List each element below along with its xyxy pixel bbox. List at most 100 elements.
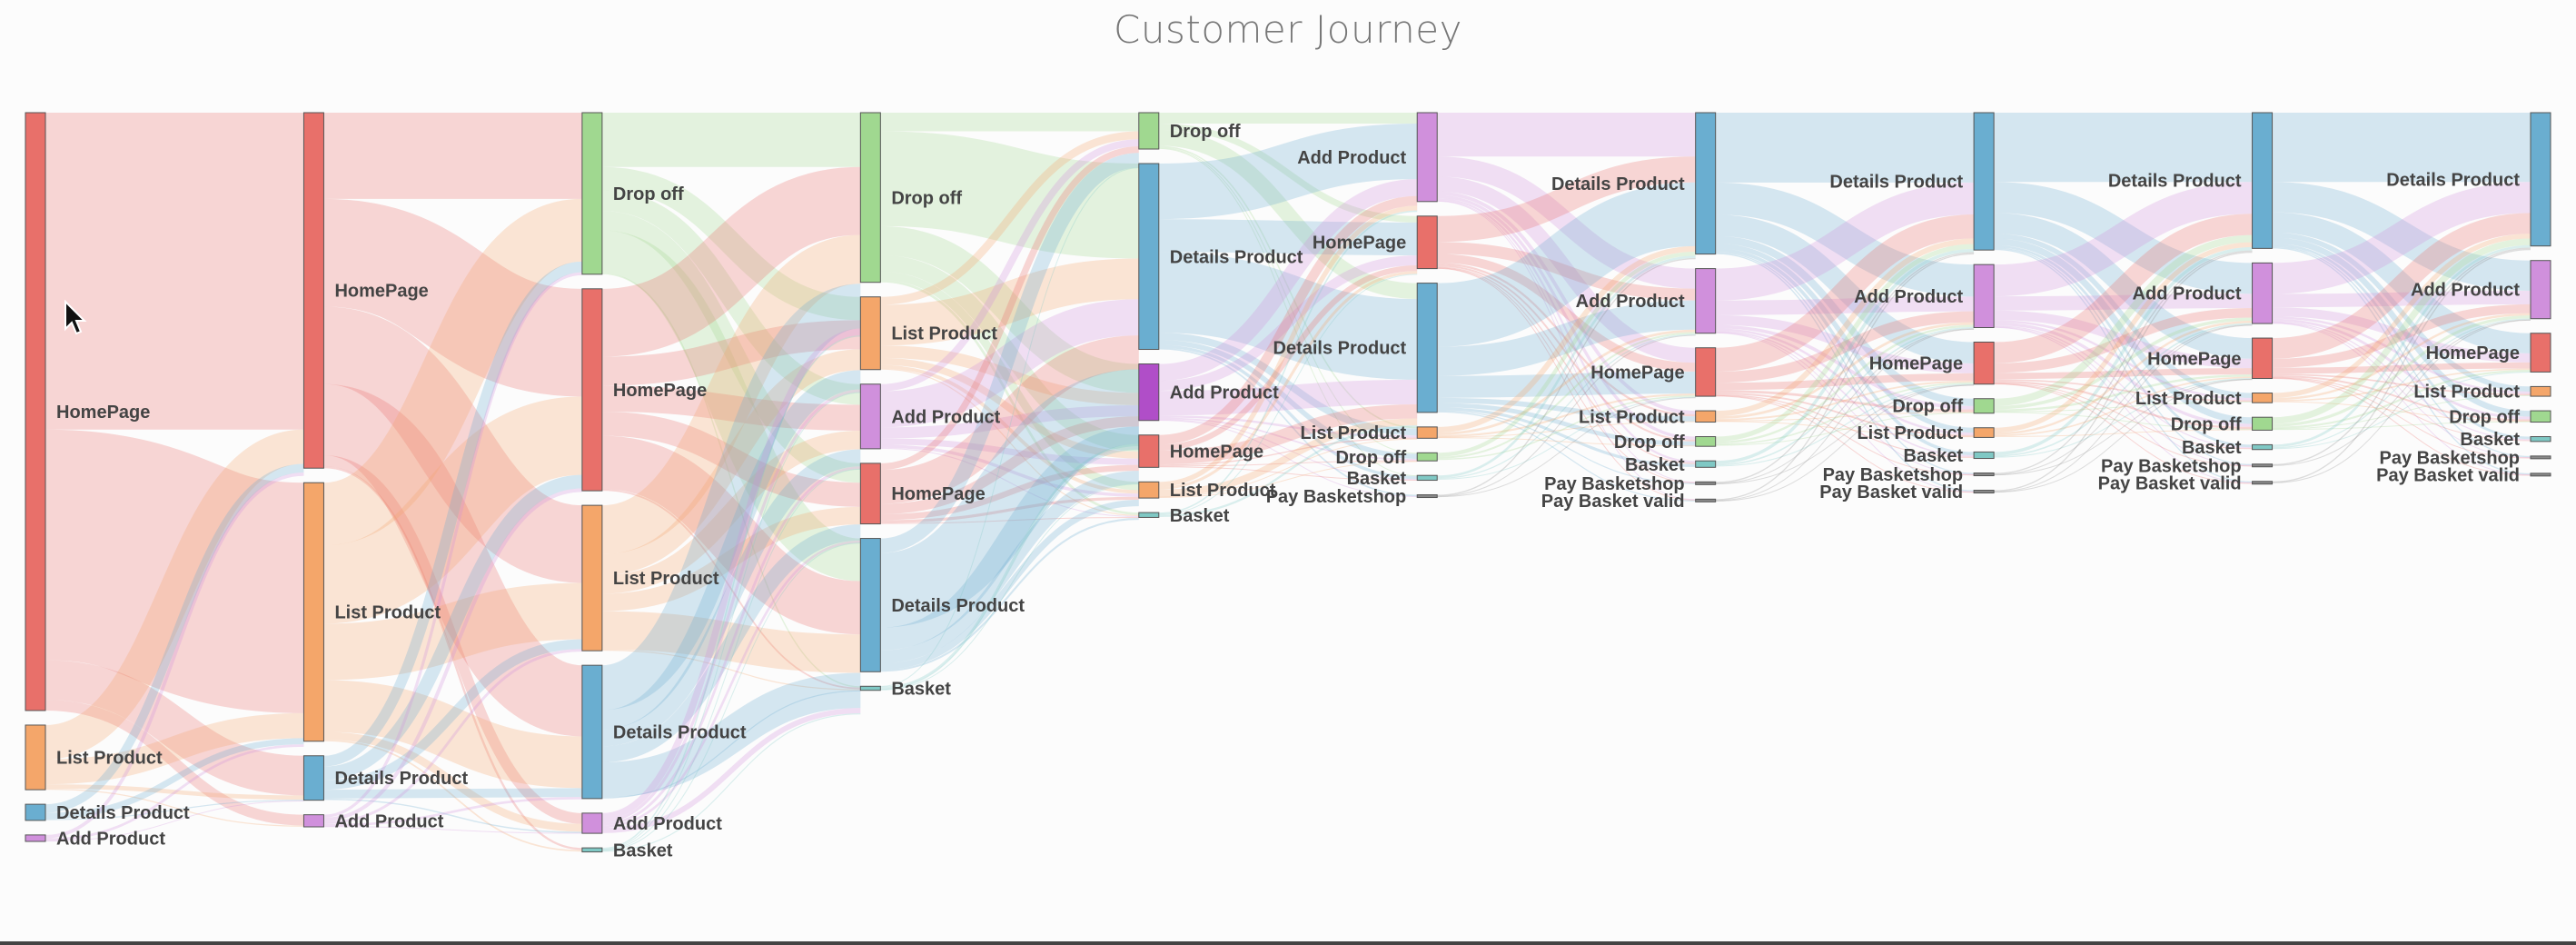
node-5-homepage[interactable] — [1416, 215, 1438, 270]
link-3-list-product-to-add-product — [880, 345, 1139, 405]
link-6-pay-basketshop-to-homepage — [1715, 384, 1975, 484]
node-0-list-product[interactable] — [25, 724, 46, 791]
link-3-basket-to-details-product — [880, 443, 1139, 690]
node-6-drop-off[interactable] — [1695, 436, 1717, 447]
link-1-list-product-to-homepage — [322, 396, 584, 624]
link-4-add-product-to-drop-off — [1158, 417, 1418, 461]
node-5-list-product[interactable] — [1416, 426, 1438, 439]
node-label-7-pay-basketshop: Pay Basketshop — [1823, 465, 1964, 485]
link-1-details-product-to-add-product — [323, 798, 582, 833]
node-6-homepage[interactable] — [1695, 347, 1717, 397]
node-7-add-product[interactable] — [1973, 264, 1995, 329]
link-6-drop-off-to-drop-off — [1715, 412, 1975, 446]
link-7-pay-basket-valid-to-add-product — [1994, 324, 2253, 492]
node-6-pay-basketshop[interactable] — [1695, 481, 1717, 485]
node-7-homepage[interactable] — [1973, 342, 1995, 385]
link-8-pay-basketshop-to-details-product — [2272, 247, 2531, 466]
node-9-basket[interactable] — [2530, 436, 2551, 443]
link-4-basket-to-details-product — [1158, 425, 1418, 517]
node-3-add-product[interactable] — [859, 383, 881, 450]
node-2-list-product[interactable] — [581, 504, 603, 652]
node-3-details-product[interactable] — [859, 538, 881, 672]
node-7-drop-off[interactable] — [1973, 398, 1995, 414]
link-3-homepage-to-list-product — [880, 496, 1139, 523]
node-8-pay-basketshop[interactable] — [2252, 463, 2274, 468]
link-3-add-product-to-drop-off — [880, 139, 1139, 392]
node-5-pay-basketshop[interactable] — [1416, 494, 1438, 499]
link-5-details-product-to-details-product — [1436, 182, 1697, 347]
node-8-drop-off[interactable] — [2252, 416, 2274, 431]
node-8-homepage[interactable] — [2252, 337, 2274, 380]
link-2-homepage-to-drop-off — [600, 166, 862, 357]
link-2-basket-to-drop-off — [601, 334, 861, 850]
node-5-details-product[interactable] — [1416, 283, 1438, 413]
node-3-basket[interactable] — [859, 685, 881, 691]
node-9-homepage[interactable] — [2530, 333, 2551, 373]
node-7-pay-basketshop[interactable] — [1973, 472, 1995, 477]
link-6-details-product-to-homepage — [1715, 214, 1975, 364]
node-8-pay-basket-valid[interactable] — [2252, 481, 2274, 485]
node-2-details-product[interactable] — [581, 664, 603, 800]
node-6-basket[interactable] — [1695, 460, 1717, 468]
node-0-homepage[interactable] — [25, 112, 46, 711]
node-4-details-product[interactable] — [1138, 163, 1160, 351]
link-0-list-product-to-homepage — [44, 429, 305, 760]
node-5-basket[interactable] — [1416, 474, 1438, 482]
node-9-pay-basket-valid[interactable] — [2530, 472, 2551, 477]
node-4-list-product[interactable] — [1138, 481, 1160, 499]
node-label-8-details-product: Details Product — [2108, 172, 2242, 192]
node-7-basket[interactable] — [1973, 451, 1995, 460]
node-9-list-product[interactable] — [2530, 385, 2551, 397]
node-0-details-product[interactable] — [25, 803, 46, 821]
node-8-add-product[interactable] — [2252, 262, 2274, 324]
node-9-add-product[interactable] — [2530, 260, 2551, 320]
node-4-add-product[interactable] — [1138, 363, 1160, 422]
node-9-details-product[interactable] — [2530, 112, 2551, 247]
link-1-list-product-to-drop-off — [321, 198, 585, 546]
node-label-4-drop-off: Drop off — [1170, 122, 1241, 142]
link-4-add-product-to-homepage — [1158, 254, 1418, 392]
node-label-5-basket: Basket — [1347, 469, 1407, 489]
node-6-pay-basket-valid[interactable] — [1695, 498, 1717, 502]
link-0-list-product-to-details-product — [45, 784, 304, 801]
node-1-add-product[interactable] — [302, 814, 324, 828]
node-1-details-product[interactable] — [302, 755, 324, 801]
node-3-homepage[interactable] — [859, 463, 881, 525]
link-7-pay-basketshop-to-details-product — [1994, 250, 2253, 474]
node-2-add-product[interactable] — [581, 812, 603, 834]
node-7-list-product[interactable] — [1973, 427, 1995, 438]
node-8-basket[interactable] — [2252, 443, 2274, 451]
link-4-add-product-to-basket — [1158, 419, 1418, 481]
link-6-homepage-to-list-product — [1715, 393, 1975, 437]
node-9-pay-basketshop[interactable] — [2530, 455, 2551, 460]
node-7-details-product[interactable] — [1973, 112, 1995, 251]
link-4-list-product-to-details-product — [1158, 418, 1418, 497]
node-6-list-product[interactable] — [1695, 410, 1717, 423]
node-8-list-product[interactable] — [2252, 393, 2274, 403]
node-3-drop-off[interactable] — [859, 112, 881, 284]
node-4-basket[interactable] — [1138, 512, 1160, 518]
link-1-homepage-to-details-product — [321, 383, 585, 737]
link-5-pay-basketshop-to-homepage — [1437, 397, 1696, 498]
node-7-pay-basket-valid[interactable] — [1973, 490, 1995, 494]
link-5-homepage-to-pay-basket-valid — [1437, 267, 1696, 501]
node-2-homepage[interactable] — [581, 288, 603, 492]
node-6-add-product[interactable] — [1695, 268, 1717, 334]
node-5-add-product[interactable] — [1416, 112, 1438, 203]
node-label-2-homepage: HomePage — [613, 381, 707, 401]
node-4-homepage[interactable] — [1138, 434, 1160, 468]
node-8-details-product[interactable] — [2252, 112, 2274, 249]
node-9-drop-off[interactable] — [2530, 410, 2551, 423]
node-6-details-product[interactable] — [1695, 112, 1717, 255]
link-6-basket-to-details-product — [1715, 248, 1975, 464]
link-6-add-product-to-details-product — [1715, 182, 1975, 301]
node-5-drop-off[interactable] — [1416, 452, 1438, 462]
node-label-3-details-product: Details Product — [891, 596, 1025, 616]
node-3-list-product[interactable] — [859, 296, 881, 371]
node-1-list-product[interactable] — [302, 482, 324, 742]
node-1-homepage[interactable] — [302, 112, 324, 469]
node-2-basket[interactable] — [581, 847, 603, 853]
node-2-drop-off[interactable] — [581, 112, 603, 275]
node-0-add-product[interactable] — [25, 834, 46, 842]
node-4-drop-off[interactable] — [1138, 112, 1160, 150]
